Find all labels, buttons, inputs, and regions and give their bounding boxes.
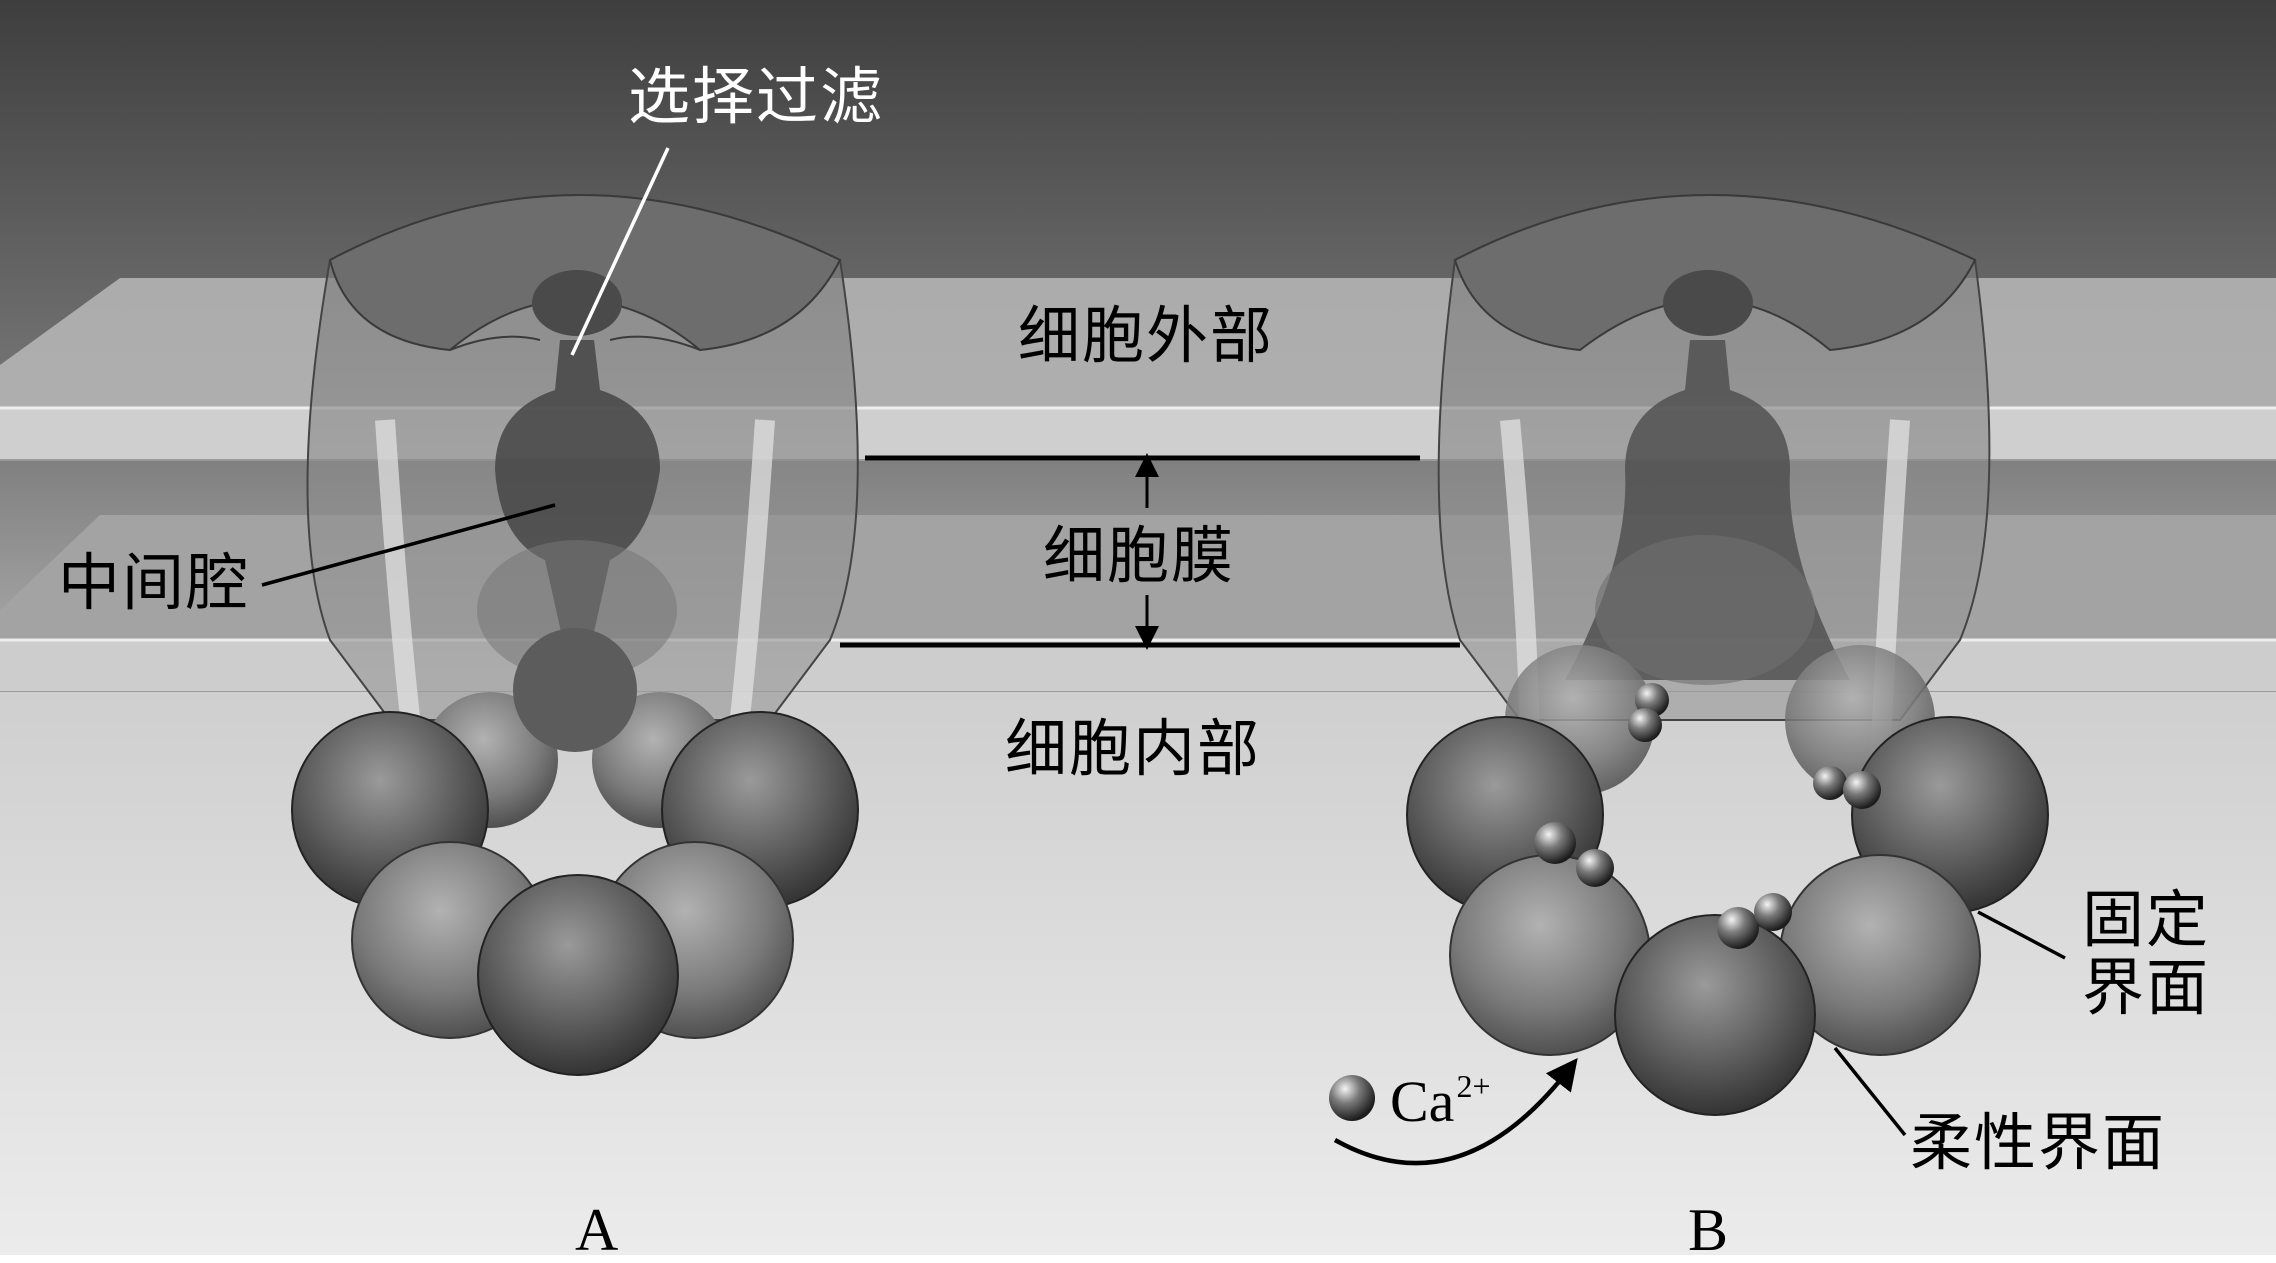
filter-leader-line	[570, 147, 670, 356]
panel-label-b: B	[1688, 1197, 1729, 1263]
channel-a-cavity	[495, 340, 660, 650]
cavity-leader-line	[261, 503, 556, 587]
flexible-interface-label: 柔性界面	[1910, 1106, 2167, 1179]
extracellular-label: 细胞外部	[1018, 299, 1275, 372]
fixed-interface-leader	[1977, 910, 2066, 960]
fixed-interface-line-1: 固定	[2082, 883, 2211, 956]
fixed-interface-label: 固定 界面	[2082, 883, 2211, 1025]
ion-charge: 2+	[1456, 1068, 1491, 1104]
channel-b-filter	[1663, 270, 1753, 336]
calcium-ion-label: Ca2+	[1390, 1070, 1490, 1131]
channel-b-spheres	[1406, 645, 2049, 1116]
panel-label-a: A	[575, 1197, 619, 1263]
ion-symbol: Ca	[1390, 1069, 1455, 1134]
free-calcium-ion	[1329, 1075, 1375, 1121]
channel-a-filter	[532, 270, 622, 336]
fixed-interface-line-2: 界面	[2082, 951, 2211, 1025]
channel-a	[291, 194, 859, 1076]
flexible-interface-leader	[1833, 1046, 1907, 1137]
central-cavity-label: 中间腔	[58, 546, 251, 619]
channel-b	[1406, 194, 2049, 1116]
bound-calcium-ions	[1534, 683, 1881, 949]
selectivity-filter-label: 选择过滤	[628, 60, 885, 133]
intracellular-label: 细胞内部	[1005, 712, 1262, 785]
membrane-label: 细胞膜	[1043, 519, 1236, 592]
calcium-entry-arrow	[1333, 1058, 1578, 1166]
channel-a-spheres	[291, 628, 859, 1076]
